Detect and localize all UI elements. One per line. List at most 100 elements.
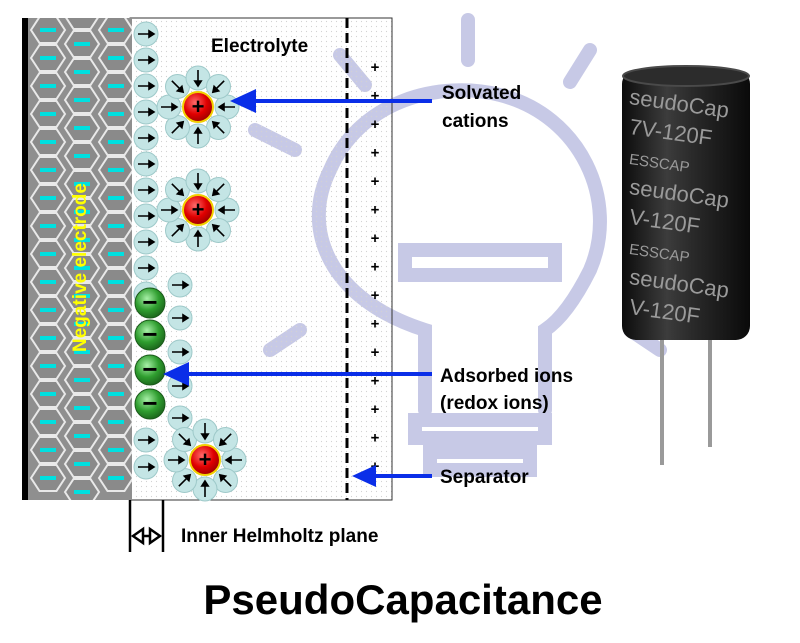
electrode-charge-dash [108, 140, 124, 144]
separator-plus-sign: + [371, 230, 380, 247]
adsorbed-anion: − [134, 354, 166, 386]
electrode-charge-dash [74, 14, 90, 18]
electrode-charge-dash [108, 196, 124, 200]
solvent-molecule [133, 99, 159, 125]
electrode-charge-dash [40, 420, 56, 424]
electrode-charge-dash [40, 224, 56, 228]
separator-plus-sign: + [371, 59, 380, 76]
solvent-molecule [164, 218, 190, 244]
electrode-charge-dash [108, 28, 124, 32]
solvent-molecule [133, 427, 159, 453]
anion-sign: − [142, 287, 157, 317]
anion-sign: − [142, 319, 157, 349]
separator-plus-sign: + [371, 430, 380, 447]
electrode-charge-dash [74, 490, 90, 494]
electrode-charge-dash [74, 70, 90, 74]
electrode-charge-dash [108, 448, 124, 452]
solvent-molecule [206, 176, 232, 202]
capacitor-body [622, 70, 750, 340]
solvent-molecule [221, 447, 247, 473]
electrode-charge-dash [74, 266, 90, 270]
electrode-charge-dash [40, 364, 56, 368]
solvent-molecule [164, 73, 190, 99]
separator-plus-sign: + [371, 173, 380, 190]
electrode-charge-dash [40, 448, 56, 452]
solvent-molecule [167, 339, 193, 365]
electrode-charge-dash [74, 154, 90, 158]
solvent-molecule [133, 125, 159, 151]
inner-helmholtz-bracket [128, 500, 165, 552]
electrode-charge-dash [108, 336, 124, 340]
electrode-lattice [29, 14, 132, 500]
electrode-charge-dash [108, 476, 124, 480]
electrode-charge-dash [108, 308, 124, 312]
separator-plus-sign: + [371, 259, 380, 276]
solvent-molecule [167, 405, 193, 431]
separator-plus-sign: + [371, 316, 380, 333]
electrode-charge-dash [74, 350, 90, 354]
anion-sign: − [142, 388, 157, 418]
separator-plus-sign: + [371, 344, 380, 361]
electrode-cell [65, 18, 99, 30]
electrode-charge-dash [40, 308, 56, 312]
separator-plus-sign: + [371, 145, 380, 162]
solvated-cation: + [189, 444, 221, 476]
solvent-molecule [185, 168, 211, 194]
separator-arrowhead [352, 465, 376, 487]
solvent-molecule [133, 177, 159, 203]
separator-plus-sign: + [371, 202, 380, 219]
separator-plus-sign: + [371, 88, 380, 105]
solvent-molecule [133, 454, 159, 480]
electrode-cell [63, 478, 101, 500]
solvent-molecule [185, 65, 211, 91]
solvent-molecule [133, 255, 159, 281]
electrode-charge-dash [74, 406, 90, 410]
anion-sign: − [142, 354, 157, 384]
electrode-charge-dash [74, 434, 90, 438]
electrode-charge-dash [40, 336, 56, 340]
solvated-cations-arrowhead [230, 89, 256, 113]
adsorbed-ions-arrowhead [163, 362, 189, 386]
solvent-molecule [133, 229, 159, 255]
electrode-charge-dash [74, 210, 90, 214]
solvent-molecule [133, 151, 159, 177]
solvent-molecule [133, 21, 159, 47]
separator-plus-sign: + [371, 287, 380, 304]
cation-sign: + [192, 94, 205, 119]
solvent-molecule [163, 447, 189, 473]
solvent-molecule [156, 94, 182, 120]
adsorbed-ions-label: Adsorbed ions [440, 366, 573, 387]
solvated-cation: + [182, 91, 214, 123]
separator-label: Separator [440, 467, 529, 488]
electrode-charge-dash [40, 28, 56, 32]
electrode-charge-dash [74, 462, 90, 466]
electrode-charge-dash [40, 84, 56, 88]
electrode-charge-dash [108, 168, 124, 172]
electrode-charge-dash [74, 294, 90, 298]
electrode-charge-dash [108, 112, 124, 116]
solvated-cation: + [182, 194, 214, 226]
electrode-charge-dash [74, 42, 90, 46]
separator-charges: +++++++++++++++ [371, 59, 380, 475]
adsorbed-ions-label-2: (redox ions) [440, 393, 549, 414]
electrode-charge-dash [108, 224, 124, 228]
solvent-molecule [214, 197, 240, 223]
electrode-charge-dash [40, 392, 56, 396]
separator-plus-sign: + [371, 373, 380, 390]
adsorbed-anion: − [134, 287, 166, 319]
cation-sign: + [192, 197, 205, 222]
electrode-backplate [22, 18, 28, 500]
electrode-charge-dash [40, 252, 56, 256]
electrode-charge-dash [108, 420, 124, 424]
separator-plus-sign: + [371, 116, 380, 133]
pointer-arrows [163, 89, 432, 487]
electrode-charge-dash [108, 56, 124, 60]
electrode-charge-dash [40, 56, 56, 60]
solvent-molecule [133, 73, 159, 99]
inner-helmholtz-label: Inner Helmholtz plane [181, 526, 378, 547]
electrode-charge-dash [74, 378, 90, 382]
electrode-charge-dash [74, 322, 90, 326]
solvent-molecule [133, 203, 159, 229]
solvated-cations-label-2: cations [442, 111, 509, 132]
